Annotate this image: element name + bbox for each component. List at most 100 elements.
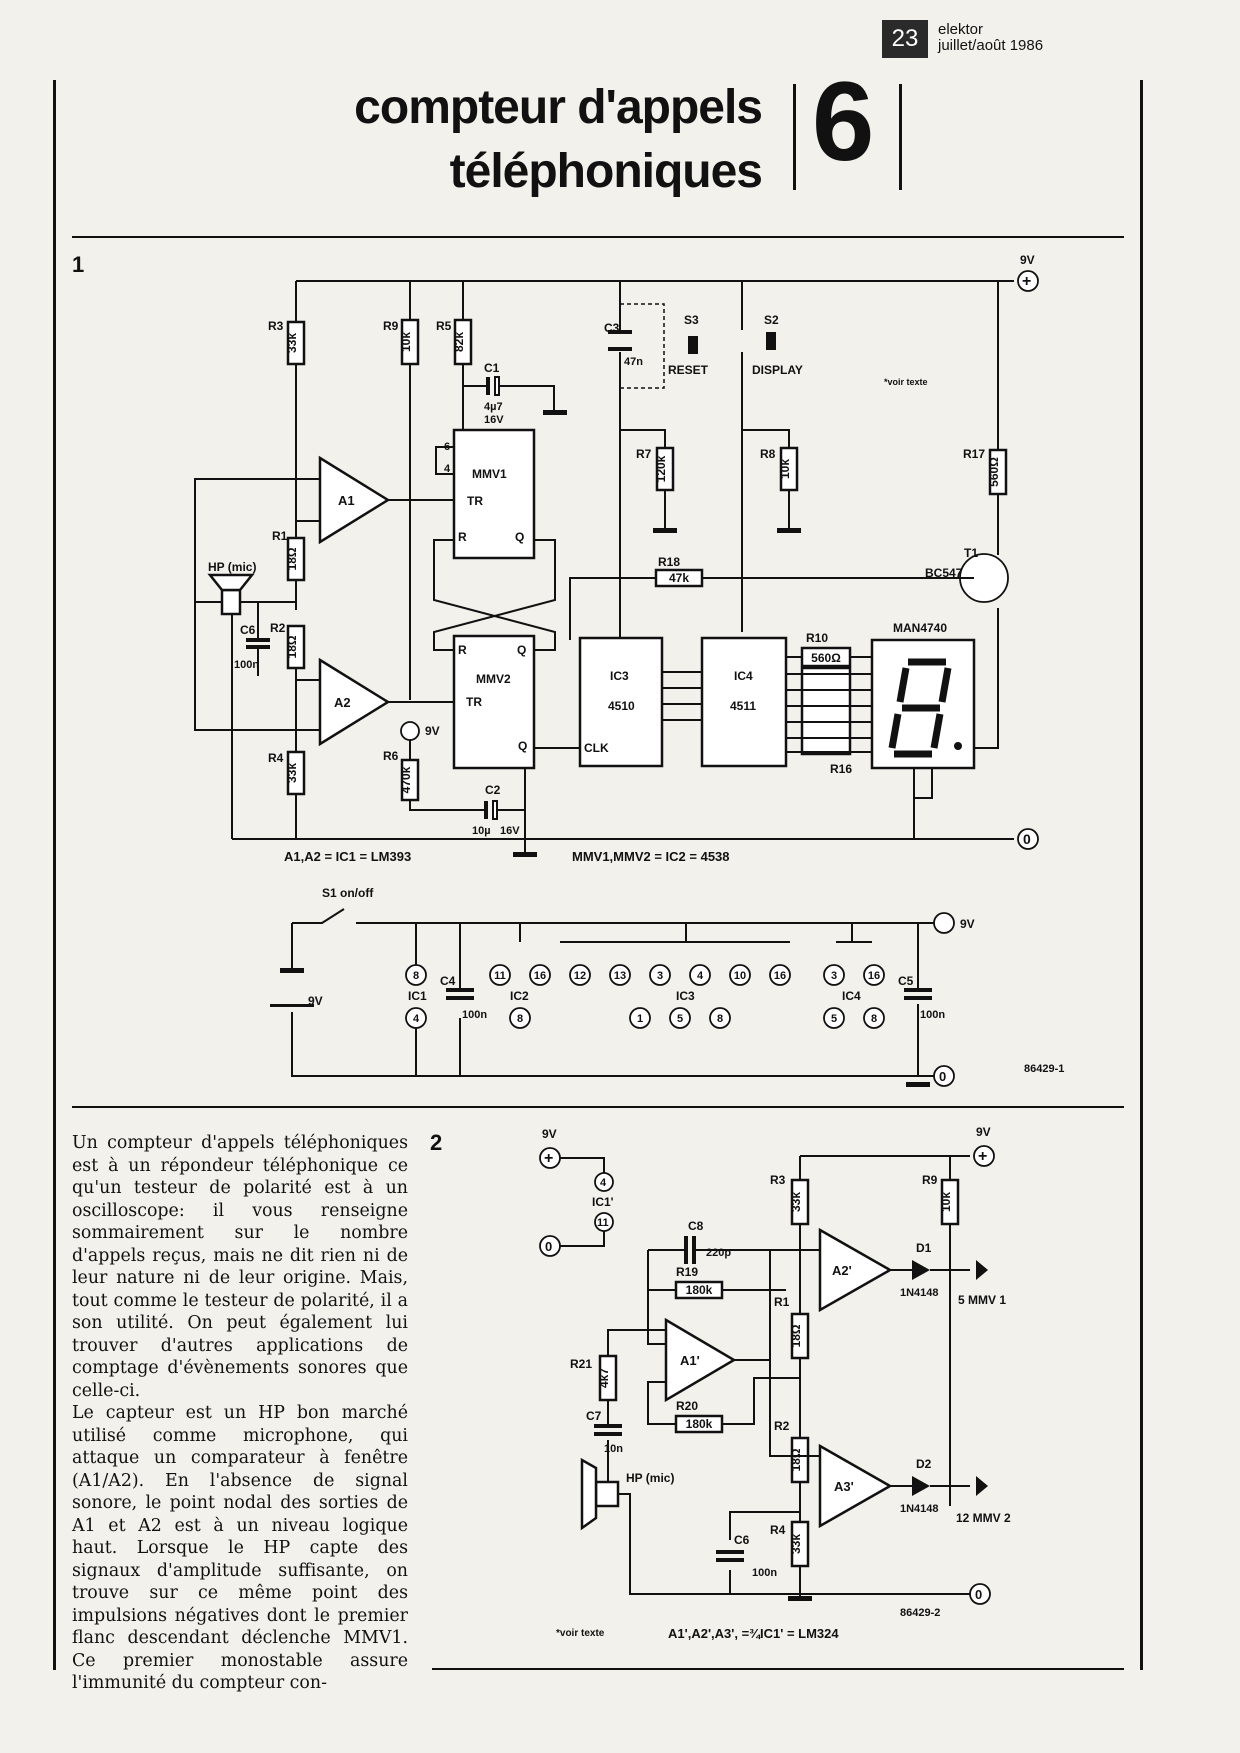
power-plus-terminal — [933, 912, 955, 934]
ic3-ic4-bus — [662, 671, 702, 721]
supply-label: 9V — [1020, 253, 1035, 267]
display-segments — [888, 658, 952, 758]
d2-label: D2 — [916, 1457, 932, 1471]
c6-plate-2 — [246, 645, 270, 649]
fig2-r4-value: 33k — [789, 1534, 803, 1554]
ic-pin-bottom — [629, 1007, 651, 1029]
r6-supply-label: 9V — [425, 724, 440, 738]
r7-wire — [620, 429, 666, 528]
s2-display-label: DISPLAY — [752, 363, 803, 377]
r4-value: 33k — [285, 763, 299, 783]
ic3-label: IC3 — [610, 669, 629, 683]
c8-value: 220p — [706, 1247, 731, 1259]
title-line-2: téléphoniques — [449, 145, 763, 198]
battery-plate-2 — [270, 1004, 314, 1007]
ic1-prime-pin-4-label: 4 — [600, 1177, 607, 1189]
fig2-r1-resistor — [790, 1312, 810, 1360]
ic1-prime-wires — [560, 1157, 605, 1247]
r6-supply-terminal — [400, 721, 420, 741]
hp-mic-cone — [207, 573, 255, 592]
mmv1-label: MMV1 — [472, 467, 507, 481]
r1-label: R1 — [272, 529, 288, 543]
s3-label: S3 — [684, 313, 699, 327]
c1-label: C1 — [484, 361, 500, 375]
fig2-ground-label-left: 0 — [545, 1239, 552, 1254]
ic-pin-bottom-label: 5 — [677, 1013, 683, 1025]
ic-pin-top — [769, 964, 791, 986]
c5-plate-2 — [904, 996, 932, 1000]
power-branches — [415, 923, 919, 1076]
mmv2-label: MMV2 — [476, 672, 511, 686]
r8-value: 10k — [778, 459, 792, 479]
ic-pin-top-label: 16 — [534, 970, 546, 982]
supply-terminal — [1017, 270, 1039, 292]
r20-wire — [647, 1377, 800, 1425]
a2-label: A2 — [334, 695, 351, 710]
r7-ground — [653, 528, 677, 533]
fig2-supply-plus-right: + — [978, 1148, 987, 1165]
d2-type: 1N4148 — [900, 1503, 939, 1515]
r6-resistor — [400, 758, 420, 802]
fig2-supply-label-left: 9V — [542, 1127, 557, 1141]
bottom-rule — [432, 1668, 1124, 1670]
c2-value: 10µ — [472, 825, 491, 837]
ic1-prime-pin-11-label: 11 — [597, 1217, 609, 1229]
ic2-label: IC2 — [510, 989, 529, 1003]
r18-value: 47k — [669, 571, 689, 585]
power-ground-symbol — [906, 1082, 930, 1087]
r16-label: R16 — [830, 762, 852, 776]
d1-type: 1N4148 — [900, 1287, 939, 1299]
fig2-ground-symbol — [788, 1596, 812, 1601]
caption-ic2: MMV1,MMV2 = IC2 = 4538 — [572, 849, 730, 864]
r17-value: 560Ω — [987, 457, 1001, 487]
resistor-array — [800, 666, 852, 756]
display-type: MAN4740 — [893, 621, 947, 635]
c1-plate-2 — [494, 376, 500, 396]
a1-prime-output — [734, 1249, 820, 1457]
r7-value: 120k — [654, 455, 668, 482]
mmv1-pin-4: 4 — [444, 463, 451, 475]
a2-opamp — [318, 657, 391, 747]
fig2-r9-value: 10k — [939, 1192, 953, 1212]
r8-label: R8 — [760, 447, 776, 461]
ic-pin-top-label: 3 — [831, 970, 837, 982]
r19-value: 180k — [686, 1283, 713, 1297]
r7-resistor — [655, 446, 675, 492]
ic4-label: IC4 — [734, 669, 753, 683]
c1-plate-1 — [486, 377, 490, 395]
r5-label: R5 — [436, 319, 452, 333]
out2-arrow — [976, 1476, 988, 1496]
power-wires — [291, 908, 940, 1077]
r21-value: 4k7 — [597, 1368, 611, 1388]
figure-2-schematic: + 9V 0 4 11 IC1' + 9V 33k R3 18Ω R1 18Ω … — [539, 1125, 1011, 1641]
r7-label: R7 — [636, 447, 652, 461]
display-common-wire — [913, 768, 933, 839]
r10-label: R10 — [806, 631, 828, 645]
ic-pin-top — [689, 964, 711, 986]
r20-value: 180k — [686, 1417, 713, 1431]
ic-pin-bottom — [405, 1007, 427, 1029]
ic-pin-top-label: 13 — [614, 970, 626, 982]
a2-prime-opamp — [818, 1227, 893, 1313]
body-paragraph-1: Un compteur d'appels téléphoniques est à… — [72, 1133, 408, 1401]
battery-label: 9V — [308, 994, 323, 1008]
mmv1-block — [452, 428, 536, 560]
ic1-prime-pin-11 — [594, 1212, 614, 1232]
ic-pin-top-label: 12 — [574, 970, 586, 982]
title-underline — [72, 236, 1124, 238]
r9-resistor — [400, 318, 420, 366]
mmv2-r: R — [458, 643, 467, 657]
ic3-type: 4510 — [608, 699, 635, 713]
ic-pin-top — [529, 964, 551, 986]
a1-prime-label: A1' — [680, 1353, 700, 1368]
d2-diode — [912, 1476, 930, 1496]
r18-label: R18 — [658, 555, 680, 569]
power-ground-label: 0 — [939, 1069, 946, 1084]
r17-label: R17 — [963, 447, 985, 461]
ic1-label: IC1 — [408, 989, 427, 1003]
a1-prime-opamp — [664, 1317, 737, 1403]
fig2-ground-label-right: 0 — [975, 1587, 982, 1602]
c6-wire — [231, 602, 259, 839]
ic-pin-bottom-label: 4 — [413, 1013, 420, 1025]
